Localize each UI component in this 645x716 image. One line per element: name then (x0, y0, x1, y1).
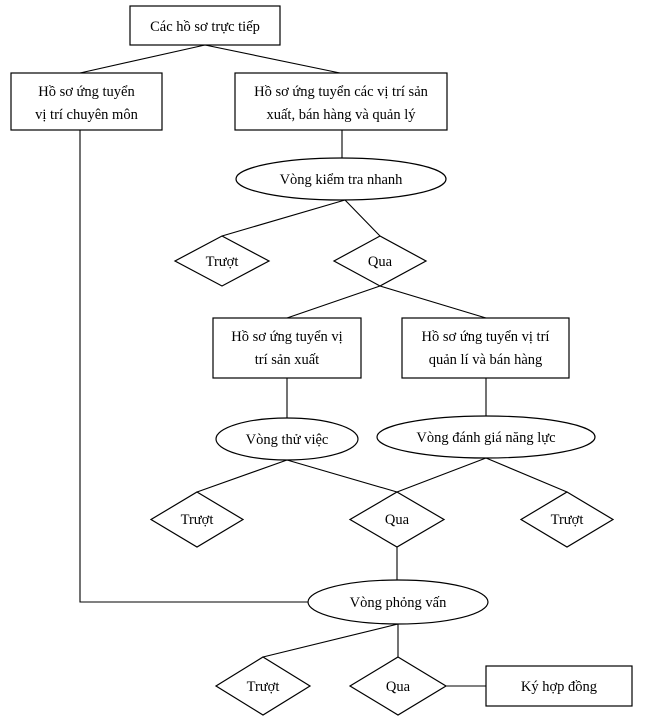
node-probation-round-label: Vòng thử việc (246, 432, 329, 448)
node-probation-round: Vòng thử việc (215, 417, 359, 461)
decision-fail-interview-label: Trượt (247, 679, 280, 695)
node-interview-round-label: Vòng phỏng vấn (350, 595, 447, 611)
node-production-sales-management-line1: Hồ sơ ứng tuyển các vị trí sản (254, 84, 429, 100)
node-production-applications: Hồ sơ ứng tuyển vị trí sản xuất (212, 317, 362, 379)
decision-pass-quick-check: Qua (332, 235, 428, 287)
decision-fail-quick-check: Trượt (173, 235, 271, 287)
node-specialist-applications-line2: vị trí chuyên môn (35, 107, 138, 123)
decision-pass-quick-check-label: Qua (368, 254, 393, 270)
decision-fail-interview: Trượt (214, 656, 312, 716)
node-specialist-applications: Hồ sơ ứng tuyển vị trí chuyên môn (10, 72, 163, 131)
edge-quick-check-split (221, 199, 381, 237)
node-quick-check-round: Vòng kiểm tra nhanh (235, 157, 447, 201)
decision-fail-competency: Trượt (519, 491, 615, 548)
node-competency-assessment-round: Vòng đánh giá năng lực (376, 415, 596, 459)
edge-root-to-branches (79, 44, 341, 74)
edge-specialist-to-interview (79, 130, 308, 603)
node-management-sales-applications: Hồ sơ ứng tuyển vị trí quản lí và bán hà… (401, 317, 570, 379)
node-management-sales-applications-line1: Hồ sơ ứng tuyển vị trí (422, 329, 550, 345)
edge-interview-split (262, 623, 399, 658)
decision-pass-second-stage: Qua (348, 491, 446, 548)
node-direct-applications-label: Các hồ sơ trực tiếp (150, 19, 260, 35)
node-production-applications-line2: trí sản xuất (255, 352, 319, 368)
decision-pass-interview: Qua (348, 656, 448, 716)
node-interview-round: Vòng phỏng vấn (307, 579, 489, 625)
node-sign-contract: Ký hợp đồng (485, 665, 633, 707)
decision-fail-probation-label: Trượt (181, 512, 214, 528)
decision-fail-competency-label: Trượt (551, 512, 584, 528)
decision-pass-second-stage-label: Qua (385, 512, 410, 528)
node-sign-contract-label: Ký hợp đồng (521, 679, 597, 695)
node-direct-applications: Các hồ sơ trực tiếp (129, 5, 281, 46)
node-production-sales-management-line2: xuất, bán hàng và quản lý (267, 107, 417, 123)
decision-fail-probation: Trượt (149, 491, 245, 548)
node-production-applications-line1: Hồ sơ ứng tuyển vị (231, 329, 342, 345)
node-production-sales-management-applications: Hồ sơ ứng tuyển các vị trí sản xuất, bán… (234, 72, 448, 131)
node-specialist-applications-line1: Hồ sơ ứng tuyển (38, 84, 135, 100)
connectors (79, 44, 568, 687)
decision-pass-interview-label: Qua (386, 679, 411, 695)
node-management-sales-applications-line2: quản lí và bán hàng (429, 352, 543, 368)
node-quick-check-round-label: Vòng kiểm tra nhanh (280, 172, 404, 188)
edge-pass1-split (286, 285, 487, 319)
edge-competency-split (396, 457, 568, 493)
decision-fail-quick-check-label: Trượt (206, 254, 239, 270)
edge-probation-split (196, 459, 398, 493)
node-competency-assessment-round-label: Vòng đánh giá năng lực (416, 430, 555, 446)
